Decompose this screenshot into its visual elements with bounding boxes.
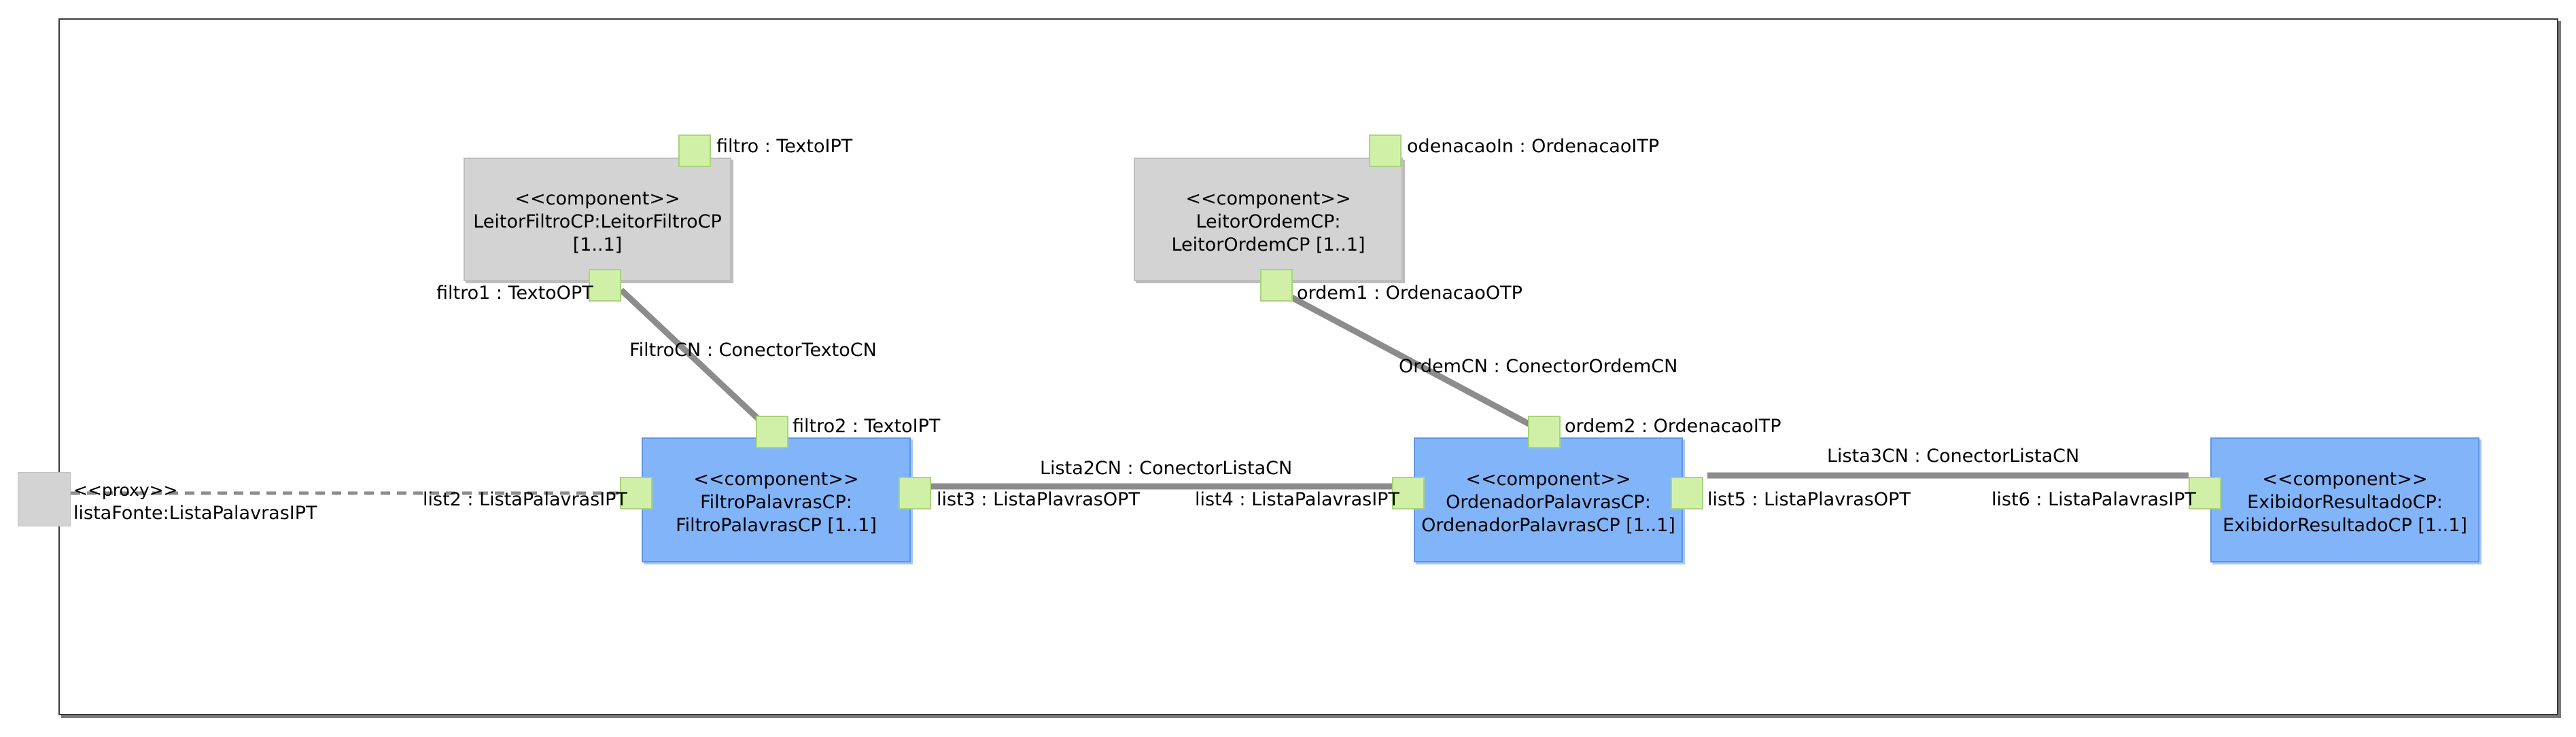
port-label-ordem1: ordem1 : OrdenacaoOTP — [1297, 283, 1522, 304]
component-name-2: FiltroPalavrasCP [1..1] — [676, 515, 877, 536]
port-label-filtro: filtro : TextoIPT — [716, 136, 853, 157]
port-label-list5: list5 : ListaPlavrasOPT — [1707, 489, 1911, 510]
connector-label-filtro-cn: FiltroCN : ConectorTextoCN — [629, 340, 877, 361]
port-list4[interactable] — [1392, 477, 1425, 509]
component-name-2: ExibidorResultadoCP [1..1] — [2223, 515, 2467, 536]
component-filtro-palavras[interactable]: <<component>> FiltroPalavrasCP: FiltroPa… — [642, 437, 911, 562]
proxy-name: listaFonte:ListaPalavrasIPT — [73, 503, 317, 524]
component-leitor-filtro[interactable]: <<component>> LeitorFiltroCP:LeitorFiltr… — [464, 158, 731, 281]
port-label-list6: list6 : ListaPalavrasIPT — [1991, 489, 2196, 510]
port-label-list2: list2 : ListaPalavrasIPT — [423, 489, 627, 510]
port-list5[interactable] — [1671, 477, 1703, 509]
component-leitor-ordem[interactable]: <<component>> LeitorOrdemCP: LeitorOrdem… — [1134, 158, 1403, 281]
component-name-2: OrdenadorPalavrasCP [1..1] — [1421, 515, 1675, 536]
port-label-ordem2: ordem2 : OrdenacaoITP — [1565, 416, 1781, 437]
port-label-filtro2: filtro2 : TextoIPT — [793, 416, 941, 437]
component-multiplicity: [1..1] — [572, 234, 623, 255]
port-odenacao-in[interactable] — [1369, 134, 1402, 167]
port-label-odenacao-in: odenacaoIn : OrdenacaoITP — [1407, 136, 1660, 157]
stereotype-label: <<component>> — [693, 469, 859, 490]
connector-label-lista2-cn: Lista2CN : ConectorListaCN — [1040, 458, 1293, 479]
component-ordenador-palavras[interactable]: <<component>> OrdenadorPalavrasCP: Orden… — [1414, 437, 1683, 562]
component-name: LeitorFiltroCP:LeitorFiltroCP — [473, 211, 722, 232]
proxy-box[interactable] — [18, 472, 71, 526]
stereotype-label: <<component>> — [2262, 469, 2428, 490]
component-name: LeitorOrdemCP: — [1196, 211, 1341, 232]
diagram-frame — [58, 18, 2558, 715]
port-label-list4: list4 : ListaPalavrasIPT — [1195, 489, 1399, 510]
connector-label-lista3-cn: Lista3CN : ConectorListaCN — [1827, 446, 2080, 467]
port-list3[interactable] — [899, 477, 931, 509]
stereotype-label: <<component>> — [515, 188, 680, 209]
port-label-filtro1: filtro1 : TextoOPT — [436, 283, 593, 304]
connector-label-ordem-cn: OrdemCN : ConectorOrdemCN — [1399, 356, 1678, 377]
port-list2[interactable] — [620, 477, 652, 509]
component-name: FiltroPalavrasCP: — [700, 492, 852, 513]
proxy-stereotype: <<proxy>> — [73, 480, 178, 500]
port-filtro[interactable] — [678, 134, 711, 167]
port-ordem1[interactable] — [1260, 269, 1293, 302]
port-label-list3: list3 : ListaPlavrasOPT — [937, 489, 1140, 510]
port-list6[interactable] — [2189, 477, 2221, 509]
connector-line-ordem-cn[interactable] — [1276, 287, 1544, 433]
component-name: OrdenadorPalavrasCP: — [1446, 492, 1651, 513]
connector-line-filtro-cn[interactable] — [619, 287, 773, 433]
component-name-2: LeitorOrdemCP [1..1] — [1171, 234, 1365, 255]
component-name: ExibidorResultadoCP: — [2247, 492, 2443, 513]
port-filtro1[interactable] — [589, 269, 621, 302]
port-ordem2[interactable] — [1528, 416, 1561, 448]
stereotype-label: <<component>> — [1465, 469, 1631, 490]
component-exibidor-resultado[interactable]: <<component>> ExibidorResultadoCP: Exibi… — [2210, 437, 2479, 562]
port-filtro2[interactable] — [756, 416, 788, 448]
stereotype-label: <<component>> — [1185, 188, 1351, 209]
